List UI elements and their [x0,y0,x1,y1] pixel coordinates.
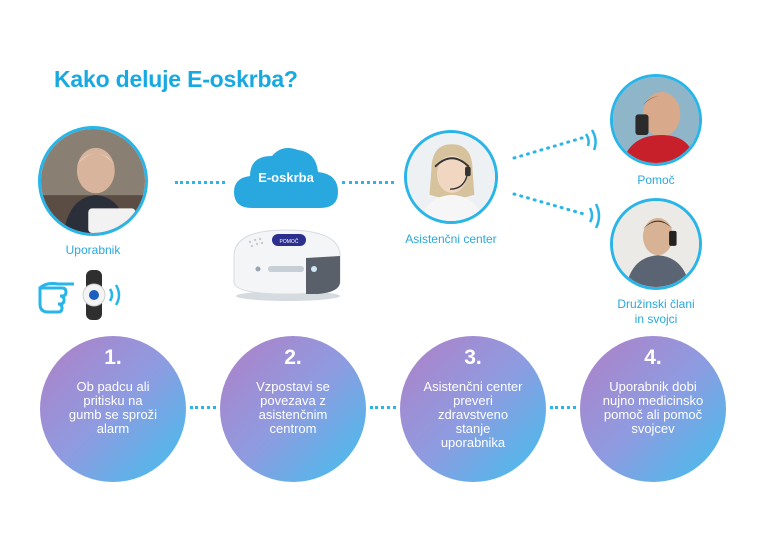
step-1-text: Ob padcu ali pritisku na gumb se sproži … [68,379,158,436]
help-photo [610,74,702,166]
connector-user-cloud [175,181,225,184]
step-2: 2. Vzpostavi se povezava z asistenčnim c… [220,336,366,482]
step-4-text: Uporabnik dobi nujno medicinsko pomoč al… [602,379,704,436]
step-2-text: Vzpostavi se povezava z asistenčnim cent… [256,379,330,436]
family-photo [610,198,702,290]
connector-center-family [512,192,601,229]
step-connector-1 [190,406,216,409]
step-2-number: 2. [284,346,302,369]
step-connector-2 [370,406,396,409]
alarm-device-image: POMOČ [228,222,346,302]
step-4: 4. Uporabnik dobi nujno medicinsko pomoč… [580,336,726,482]
step-3-text: Asistenčni center preveri zdravstveno st… [423,379,523,450]
connector-cloud-center [342,181,394,184]
device-button-label: POMOČ [280,238,299,245]
help-label: Pomoč [637,173,675,187]
page-title: Kako deluje E-oskrba? [54,66,298,92]
step-1-number: 1. [104,346,122,369]
step-3: 3. Asistenčni center preveri zdravstveno… [400,336,546,482]
assistance-center-label: Asistenčni center [405,232,497,246]
step-3-number: 3. [464,346,482,369]
step-1: 1. Ob padcu ali pritisku na gumb se spro… [40,336,186,482]
cloud-label: E-oskrba [258,170,314,185]
cloud-icon [234,148,338,208]
user-photo [38,126,148,236]
connector-center-help [512,129,597,160]
user-label: Uporabnik [65,243,121,257]
family-label: Družinski člani in svojci [596,297,716,327]
assistance-center-photo [404,130,498,224]
step-4-number: 4. [644,346,662,369]
step-connector-3 [550,406,576,409]
pendant-button-icon [38,268,138,322]
family-label-line: Družinski člani in svojci [617,297,695,326]
